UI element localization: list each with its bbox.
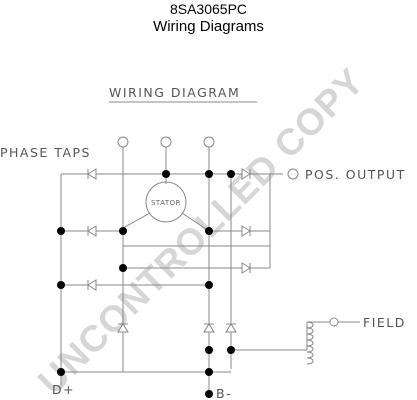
phase-tap-terminal-1: [117, 136, 129, 148]
phase-tap-terminal-2: [160, 136, 172, 148]
b-minus-label: B-: [216, 386, 232, 400]
stator-lead-3: [181, 212, 210, 232]
diode-neg-extra: [225, 323, 237, 333]
junction-dot: [119, 264, 127, 272]
field-coil: [306, 321, 314, 365]
diode-row-231-left: [87, 225, 97, 237]
diode-top-left: [87, 168, 97, 180]
stator-label: STATOR: [151, 199, 181, 207]
junction-dot: [205, 170, 213, 178]
junction-dot: [227, 170, 235, 178]
pos-output-label: POS. OUTPUT: [305, 167, 406, 182]
watermark: UNCONTROLLED COPY: [30, 60, 372, 400]
d-plus-label: D+: [52, 382, 75, 397]
field-terminal: [329, 317, 339, 327]
junction-dot: [227, 346, 235, 354]
b-minus-terminal-dot: [205, 390, 213, 398]
part-number: 8SA3065PC: [169, 1, 248, 17]
page-subtitle: Wiring Diagrams: [153, 18, 264, 35]
diode-row-268-right: [241, 262, 251, 274]
field-label: FIELD: [363, 315, 406, 330]
stator-lead-1: [122, 212, 151, 229]
junction-dot: [205, 346, 213, 354]
junction-dot: [205, 368, 213, 376]
diode-row-231-right: [241, 225, 251, 237]
phase-taps-label: PHASE TAPS: [0, 145, 91, 160]
junction-dot: [119, 227, 127, 235]
junction-dot: [162, 170, 170, 178]
junction-dot: [57, 281, 65, 289]
junction-dot: [57, 368, 65, 376]
junction-dot: [57, 227, 65, 235]
diode-row-285-left: [87, 279, 97, 291]
diode-neg-3: [203, 323, 215, 333]
pos-output-terminal: [287, 168, 299, 180]
junction-dot: [205, 281, 213, 289]
phase-tap-terminal-3: [203, 136, 215, 148]
diode-neg-1: [117, 323, 129, 333]
diagram-title: WIRING DIAGRAM: [109, 85, 240, 100]
junction-dot: [205, 227, 213, 235]
diode-top-right: [241, 168, 251, 180]
stator-circle: [145, 181, 187, 223]
